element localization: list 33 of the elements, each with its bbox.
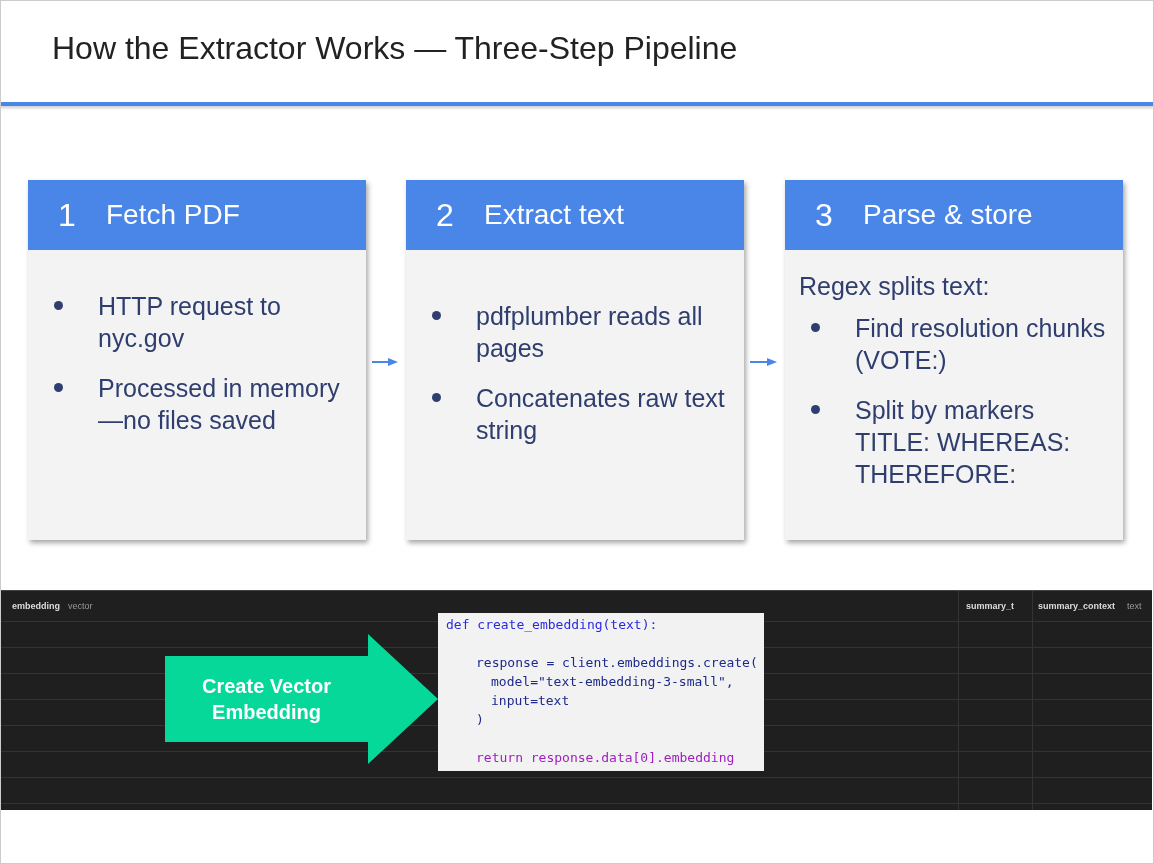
table-screenshot: [0, 590, 1152, 810]
column-type: text: [1127, 601, 1142, 611]
bullet-text: HTTP request to nyc.gov: [98, 292, 281, 352]
column-header: embedding: [12, 601, 60, 611]
step-heading: Extract text: [484, 199, 625, 231]
step-card: [406, 180, 744, 540]
bullet-text: Processed in memory—no files saved: [98, 374, 340, 434]
step-number: 3: [814, 196, 834, 234]
code-line: def create_embedding(text):: [446, 616, 658, 634]
bullet-text: Find resolution chunks (VOTE:): [855, 314, 1106, 374]
slide-title: How the Extractor Works — Three-Step Pipeline: [52, 30, 738, 67]
intro-text: Regex splits text:: [798, 271, 991, 302]
step-card: [28, 180, 366, 540]
bullet-text: Concatenates raw text string: [476, 384, 725, 444]
code-line: model="text-embedding-3-small",: [490, 673, 734, 691]
arrow: [371, 358, 398, 366]
step-heading: Parse & store: [863, 199, 1033, 231]
column-type: vector: [68, 601, 93, 611]
code-line: return response.data[0].embedding: [475, 749, 735, 767]
block-arrow: [165, 634, 438, 764]
bullet-text: Split by markers TITLE: WHEREAS: THEREFORE:: [855, 396, 1071, 488]
code-line: ): [475, 711, 484, 729]
column-header: summary_t: [966, 601, 1015, 611]
code-snippet: [438, 613, 764, 771]
arrow: [749, 358, 777, 366]
step-card: [785, 180, 1123, 540]
code-line: response = client.embeddings.create(: [475, 654, 758, 672]
step-number: 2: [435, 196, 455, 234]
step-number: 1: [57, 196, 77, 234]
code-line: input=text: [490, 692, 570, 710]
column-header: summary_context: [1038, 601, 1116, 611]
bullet-text: pdfplumber reads all pages: [476, 302, 703, 362]
step-heading: Fetch PDF: [106, 199, 240, 231]
